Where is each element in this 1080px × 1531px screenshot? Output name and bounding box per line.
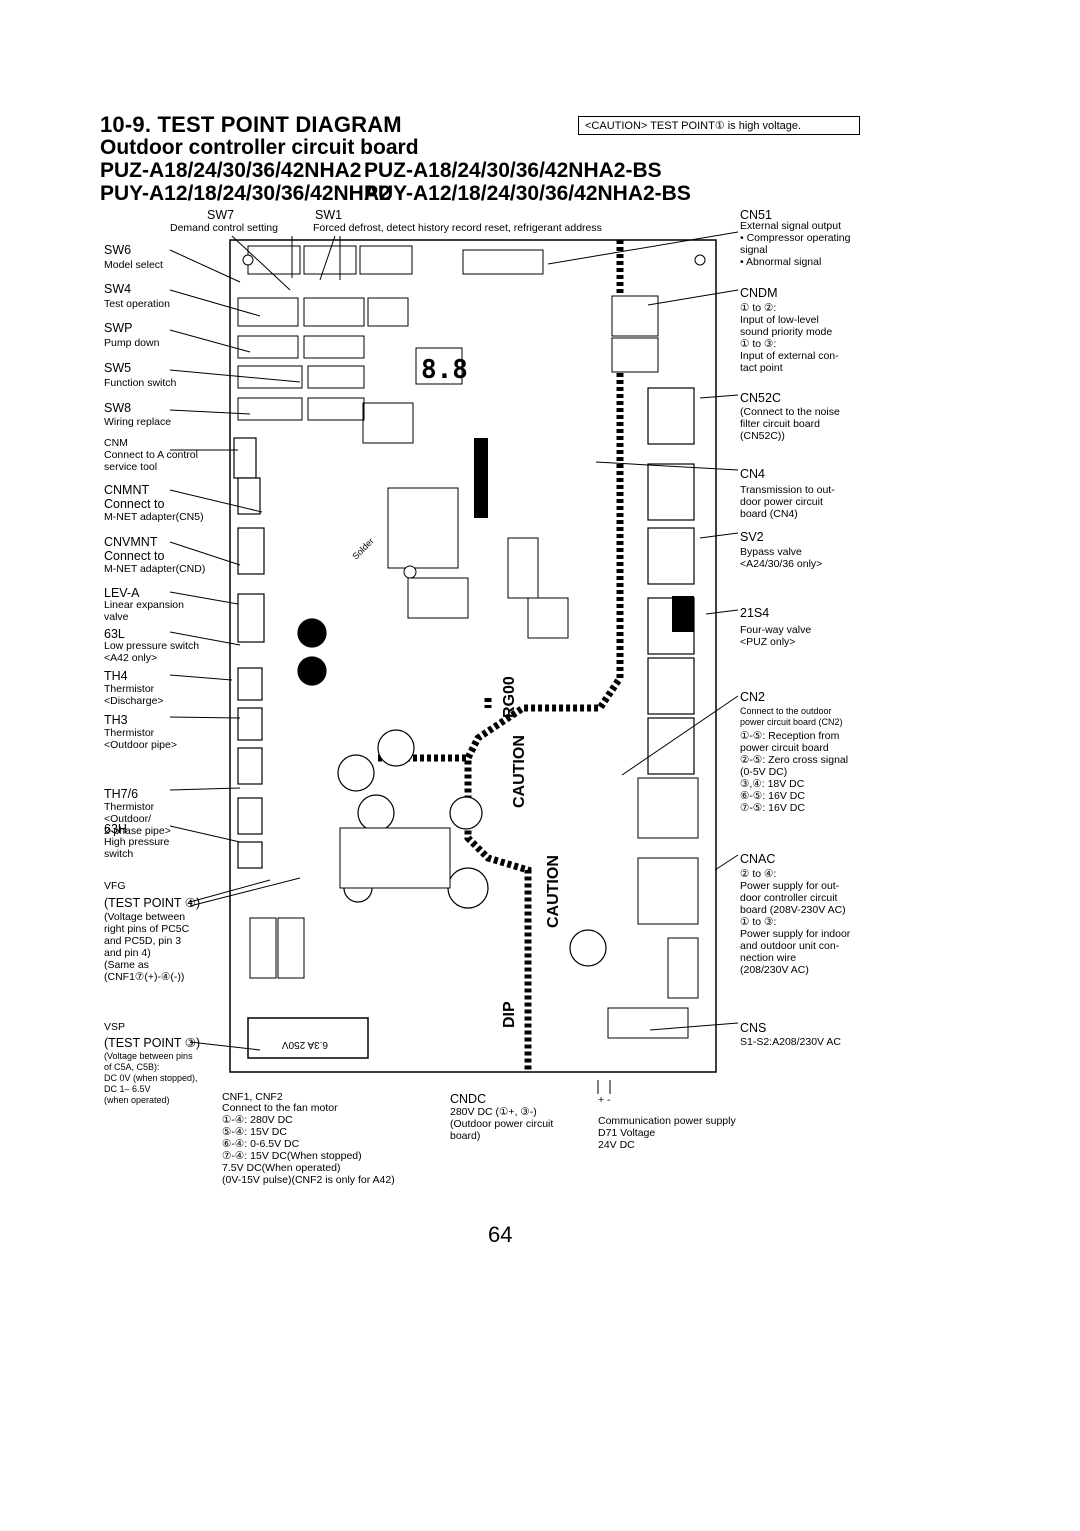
label-cnvmnt: CNVMNT <box>104 535 158 549</box>
label-sw8: SW8 <box>104 401 132 415</box>
label-cnmnt-desc: Connect to <box>104 497 165 511</box>
label-21s4: 21S4 <box>740 606 770 620</box>
label-th76-desc: Thermistor <Outdoor/ 2-phase pipe> <box>104 801 171 837</box>
caution-box: <CAUTION> TEST POINT① is high voltage. <box>578 116 860 135</box>
label-sv2: SV2 <box>740 530 764 544</box>
label-sw4-desc: Test operation <box>104 298 170 310</box>
label-th4: TH4 <box>104 669 128 683</box>
led-display-text: 8.8 <box>421 355 468 385</box>
label-th4-desc: Thermistor <Discharge> <box>104 683 164 707</box>
label-vfg: VFG <box>104 880 126 892</box>
label-sw7: SW7 <box>207 208 235 222</box>
circuit-board: 8.8 6.3A 250V RG00 CAUTION CAUTION DIP S… <box>229 239 717 1073</box>
label-sw5-desc: Function switch <box>104 377 177 389</box>
label-th3-desc: Thermistor <Outdoor pipe> <box>104 727 177 751</box>
label-cn2: CN2 <box>740 690 766 704</box>
label-cndm: CNDM <box>740 286 778 300</box>
transformer <box>339 827 451 889</box>
label-sw1-desc: Forced defrost, detect history record re… <box>313 222 602 234</box>
page-number: 64 <box>488 1222 513 1247</box>
label-cndc-desc: 280V DC (①+, ③-) (Outdoor power circuit … <box>450 1106 554 1142</box>
label-63h-desc: High pressure switch <box>104 836 170 860</box>
model-line1-right: PUZ-A18/24/30/36/42NHA2-BS <box>364 159 662 182</box>
ic-chip-black <box>474 438 488 518</box>
terminal-blocks <box>607 777 699 1039</box>
silk-caution-2: CAUTION <box>545 855 562 928</box>
silk-dip: DIP <box>501 1001 518 1028</box>
label-sw8-desc: Wiring replace <box>104 416 172 428</box>
label-sw6: SW6 <box>104 243 132 257</box>
label-vsp: VSP <box>104 1021 126 1033</box>
label-th76: TH7/6 <box>104 787 139 801</box>
fuse-holder <box>247 1017 369 1059</box>
cnf-connectors <box>249 917 305 979</box>
model-line2-left: PUY-A12/18/24/30/36/42NHA2 <box>100 182 391 205</box>
label-test-point-3-desc: (Voltage between pins of C5A, C5B): DC 0… <box>104 1051 198 1105</box>
label-cnmnt: CNMNT <box>104 483 150 497</box>
board-outline <box>229 239 717 1073</box>
label-cndc: CNDC <box>450 1092 487 1106</box>
label-cn52c-desc: (Connect to the noise filter circuit boa… <box>740 406 840 442</box>
label-test-point-4: (TEST POINT ④) <box>104 896 201 910</box>
cn2-small-line1: Connect to the outdoor <box>740 706 832 716</box>
label-cn4-desc: Transmission to out- door power circuit … <box>740 484 835 520</box>
board-subtitle: Outdoor controller circuit board <box>100 136 419 159</box>
label-cnmnt-desc2: M-NET adapter(CN5) <box>104 511 204 523</box>
label-cnm: CNM <box>104 437 128 449</box>
label-cns: CNS <box>740 1021 767 1035</box>
label-sw7-desc: Demand control setting <box>170 222 278 234</box>
label-cnf-desc: Connect to the fan motor ①-④: 280V DC ⑤-… <box>222 1102 395 1186</box>
label-cns-desc: S1-S2:A208/230V AC <box>740 1036 841 1048</box>
label-63h: 63H <box>104 822 127 836</box>
label-lev-a: LEV-A <box>104 586 140 600</box>
cndm-connector <box>611 295 659 337</box>
label-cnvmnt-desc: Connect to <box>104 549 165 563</box>
label-comm-desc: Communication power supply D71 Voltage 2… <box>598 1115 736 1151</box>
cn51-connector <box>462 249 544 275</box>
label-swp-desc: Pump down <box>104 337 160 349</box>
fuse-label: 6.3A 250V <box>282 1039 328 1050</box>
label-sv2-desc: Bypass valve <A24/30/36 only> <box>740 546 823 570</box>
label-63l-desc: Low pressure switch <A42 only> <box>104 640 200 664</box>
label-cn4: CN4 <box>740 467 766 481</box>
label-21s4-desc: Four-way valve <PUZ only> <box>740 624 812 648</box>
silk-rg00: RG00 <box>501 676 518 718</box>
hv-boundary <box>378 240 624 1072</box>
label-cnm-desc: Connect to A control service tool <box>104 449 198 473</box>
label-cnf: CNF1, CNF2 <box>222 1091 283 1103</box>
capacitors <box>297 618 607 967</box>
label-sw6-desc: Model select <box>104 259 163 271</box>
relay-21s4-black <box>672 596 694 632</box>
label-sw4: SW4 <box>104 282 132 296</box>
cn2-small-line2: power circuit board (CN2) <box>740 717 843 727</box>
led-display <box>415 347 463 385</box>
label-test-point-4-desc: (Voltage between right pins of PC5C and … <box>104 911 190 983</box>
cndm-connector-2 <box>611 337 659 373</box>
label-cn51-desc: External signal output • Compressor oper… <box>740 220 851 268</box>
label-cn2-desc: ①-⑤: Reception from power circuit board … <box>740 730 849 814</box>
label-cnvmnt-desc2: M-NET adapter(CND) <box>104 563 206 575</box>
label-sw1: SW1 <box>315 208 343 222</box>
label-cnac: CNAC <box>740 852 776 866</box>
label-th3: TH3 <box>104 713 128 727</box>
label-cn51: CN51 <box>740 208 772 222</box>
label-comm-pm: + - <box>598 1094 611 1106</box>
label-test-point-3: (TEST POINT ③) <box>104 1036 201 1050</box>
silk-caution-1: CAUTION <box>511 735 528 808</box>
label-cnac-desc: ② to ④: Power supply for out- door contr… <box>740 868 851 976</box>
model-line2-right: PUY-A12/18/24/30/36/42NHA2-BS <box>364 182 691 205</box>
model-line1-left: PUZ-A18/24/30/36/42NHA2 <box>100 159 362 182</box>
label-63l: 63L <box>104 627 125 641</box>
label-cndm-desc: ① to ②: Input of low-level sound priorit… <box>740 302 839 374</box>
label-cn52c: CN52C <box>740 391 781 405</box>
section-title: 10-9. TEST POINT DIAGRAM <box>100 112 402 137</box>
label-sw5: SW5 <box>104 361 132 375</box>
label-lev-a-desc: Linear expansion valve <box>104 599 184 623</box>
label-swp: SWP <box>104 321 133 335</box>
